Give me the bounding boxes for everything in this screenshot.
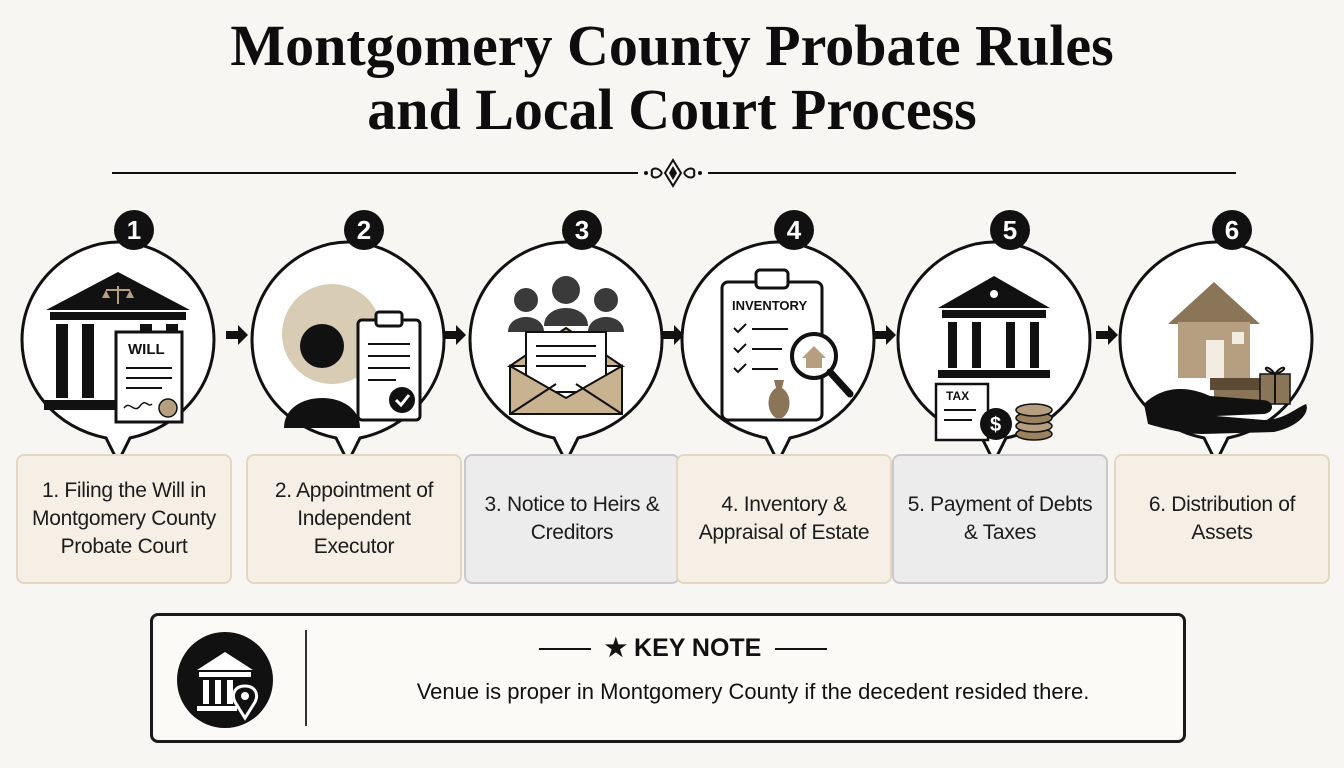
step-4: 4 INVENTORY 4. Inventory & Appraisal of … xyxy=(676,200,916,600)
step-number-badge: 6 xyxy=(1212,210,1252,250)
svg-text:$: $ xyxy=(990,414,1001,436)
step-label: 6. Distribution of Assets xyxy=(1114,454,1330,584)
heading-dash-right xyxy=(775,648,828,651)
key-note-text: Venue is proper in Montgomery County if … xyxy=(416,679,1090,704)
step-number-badge: 4 xyxy=(774,210,814,250)
page-title: Montgomery County Probate Rules and Loca… xyxy=(0,14,1344,142)
executor-clipboard-icon xyxy=(250,240,446,466)
step-2: 2 2. Appointment of Independent Executor xyxy=(246,200,486,600)
step-label: 5. Payment of Debts & Taxes xyxy=(892,454,1108,584)
step-label: 1. Filing the Will in Montgomery County … xyxy=(16,454,232,584)
key-note-heading-row: ★ KEY NOTE xyxy=(523,630,843,666)
note-divider xyxy=(305,630,307,726)
title-line-2: and Local Court Process xyxy=(367,77,977,142)
star-icon: ★ xyxy=(604,634,628,662)
step-number-badge: 3 xyxy=(562,210,602,250)
courthouse-will-icon: WILL xyxy=(20,240,216,466)
arrow-right-icon xyxy=(662,325,684,345)
inventory-doc-text: INVENTORY xyxy=(732,298,807,313)
step-label: 3. Notice to Heirs & Creditors xyxy=(464,454,680,584)
heirs-envelope-icon xyxy=(468,240,664,466)
ornament-icon xyxy=(644,158,702,188)
hand-house-icon xyxy=(1118,240,1314,466)
will-doc-text: WILL xyxy=(128,341,165,358)
tax-doc-text: TAX xyxy=(946,389,969,403)
step-number-badge: 1 xyxy=(114,210,154,250)
step-number-badge: 5 xyxy=(990,210,1030,250)
key-note-heading: KEY NOTE xyxy=(634,634,762,662)
title-line-1: Montgomery County Probate Rules xyxy=(230,13,1114,78)
step-1: 1 WILL 1. Filing the Will in Montgomery … xyxy=(16,200,256,600)
inventory-clipboard-icon: INVENTORY xyxy=(680,240,876,466)
arrow-right-icon xyxy=(1096,325,1118,345)
step-6: 6 6. Distribution of Assets xyxy=(1114,200,1344,600)
step-number-badge: 2 xyxy=(344,210,384,250)
bank-tax-icon: TAX $ xyxy=(896,240,1092,466)
heading-dash-left xyxy=(538,648,591,651)
arrow-right-icon xyxy=(226,325,248,345)
arrow-right-icon xyxy=(874,325,896,345)
step-label: 2. Appointment of Independent Executor xyxy=(246,454,462,584)
step-5: 5 TAX $ 5. Payment of Debts & Taxes xyxy=(892,200,1132,600)
arrow-right-icon xyxy=(444,325,466,345)
step-label: 4. Inventory & Appraisal of Estate xyxy=(676,454,892,584)
key-note-panel: ★ KEY NOTE Venue is proper in Montgomery… xyxy=(150,613,1186,743)
title-divider-left xyxy=(112,172,638,174)
step-3: 3 3. Notice to Heirs & Creditors xyxy=(464,200,704,600)
courthouse-location-icon xyxy=(177,632,273,728)
title-divider-right xyxy=(708,172,1236,174)
